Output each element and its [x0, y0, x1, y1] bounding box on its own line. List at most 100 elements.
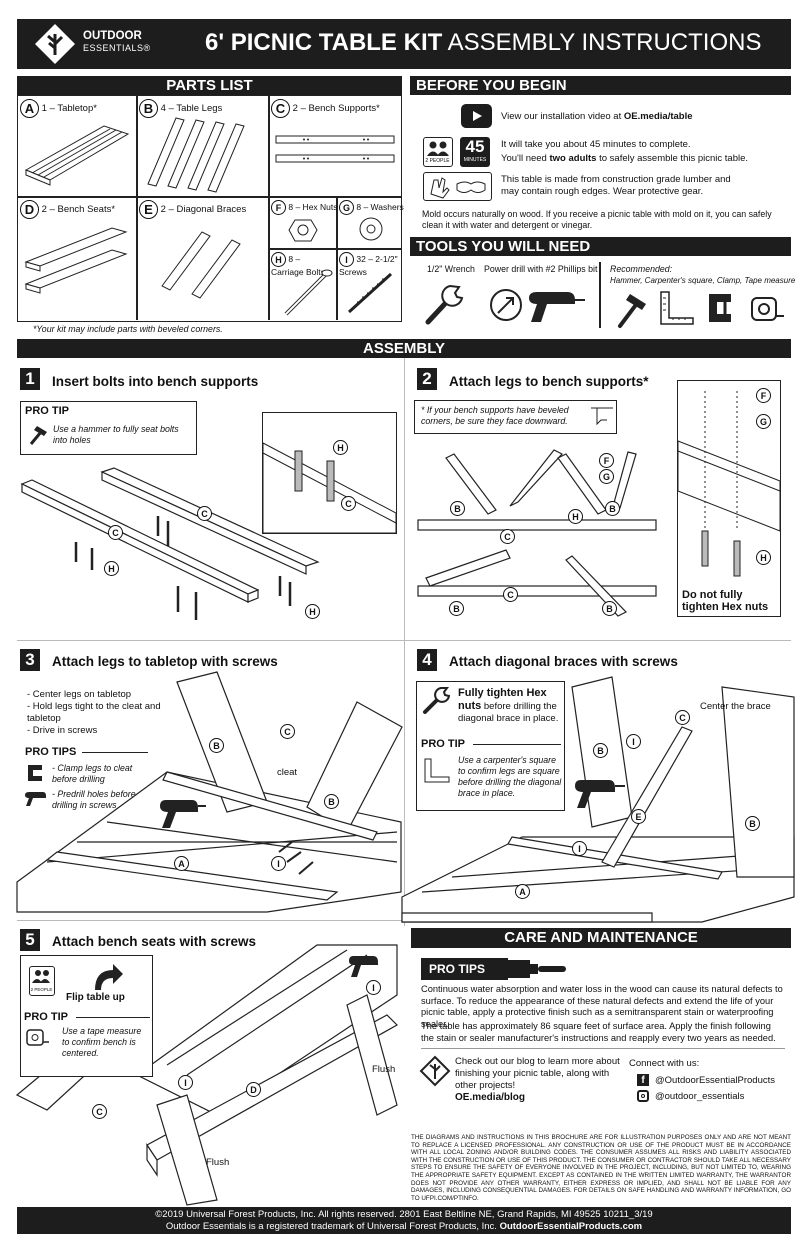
instagram-icon[interactable] — [637, 1090, 649, 1102]
video-text: View our installation video at OE.media/… — [501, 111, 693, 122]
step2-title: Attach legs to bench supports* — [449, 374, 649, 389]
mold-text: Mold occurs naturally on wood. If you re… — [422, 209, 772, 230]
facebook-handle[interactable]: @OutdoorEssentialProducts — [655, 1075, 776, 1086]
label-h: H — [756, 550, 771, 566]
step3-tip1: - Clamp legs to cleat before drilling — [52, 763, 133, 784]
step3-diagram — [16, 671, 403, 913]
step5-diagram — [15, 944, 398, 1206]
clamp-icon — [709, 294, 731, 322]
tape-measure-icon — [26, 1029, 49, 1046]
label-g: G — [756, 414, 771, 430]
brand-top: OUTDOOR — [83, 30, 142, 42]
step2-detail-inset: F G H Do not fully tighten Hex nuts — [677, 380, 781, 617]
part-f: F 8 – Hex Nuts — [271, 200, 338, 215]
screw-icon — [347, 272, 393, 314]
brand-bottom: ESSENTIALS® — [83, 43, 151, 53]
step2-warning: Do not fully tighten Hex nuts — [682, 589, 769, 613]
beveled-corner-icon — [591, 407, 613, 426]
flush-label-bottom: Flush — [206, 1157, 230, 1168]
tabletop-part-icon — [24, 125, 130, 186]
logo-icon — [35, 24, 75, 64]
label-b: B — [602, 601, 617, 617]
connect-label: Connect with us: — [629, 1058, 700, 1069]
parts-heading: PARTS LIST — [17, 76, 402, 95]
label-i: I — [178, 1075, 193, 1091]
label-b: B — [450, 501, 465, 517]
step4-tip-box: Fully tighten Hex nuts before drilling t… — [416, 681, 565, 811]
wrench-label: 1/2" Wrench — [427, 264, 475, 274]
care-pro-tips: PRO TIPS — [421, 958, 508, 980]
step2-number: 2 — [417, 368, 437, 390]
page-title: 6' PICNIC TABLE KIT ASSEMBLY INSTRUCTION… — [205, 29, 762, 56]
lumber-text: This table is made from construction gra… — [501, 174, 731, 197]
label-e: E — [631, 809, 646, 825]
power-drill-icon — [25, 792, 46, 806]
label-c: C — [108, 525, 123, 541]
logo-icon — [419, 1055, 451, 1087]
step3-title: Attach legs to tabletop with screws — [52, 654, 278, 669]
label-b: B — [209, 738, 224, 754]
care-heading: CARE AND MAINTENANCE — [411, 928, 791, 948]
label-c: C — [197, 506, 212, 522]
label-g: G — [599, 469, 614, 485]
hex-nut-icon — [288, 219, 318, 242]
tape-measure-icon — [751, 297, 784, 321]
step5-tip-box: 2 PEOPLE Flip table up PRO TIP Use a tap… — [20, 955, 153, 1077]
label-c: C — [500, 529, 515, 545]
legal-disclaimer: THE DIAGRAMS AND INSTRUCTIONS IN THIS BR… — [411, 1134, 791, 1202]
phillips-bit-icon — [490, 289, 522, 321]
two-people-icon: 2 PEOPLE — [29, 966, 55, 996]
hammer-icon — [29, 426, 47, 445]
blog-text: Check out our blog to learn more about f… — [455, 1056, 620, 1091]
part-i: I 32 – 2-1/2" Screws — [339, 252, 398, 277]
hammer-icon — [618, 294, 646, 328]
step5-title: Attach bench seats with screws — [52, 934, 257, 949]
step3-pro-label: PRO TIPS — [25, 746, 77, 758]
label-h: H — [568, 509, 583, 525]
bench-seats-part-icon — [24, 227, 128, 294]
wrench-icon — [423, 687, 451, 714]
step1-number: 1 — [20, 368, 40, 390]
two-people-icon: 2 PEOPLE — [423, 137, 453, 167]
blog-link[interactable]: OE.media/blog — [455, 1092, 526, 1103]
step5-number: 5 — [20, 929, 40, 951]
step5-tip: Use a tape measure to confirm bench is c… — [62, 1026, 142, 1058]
care-paragraph-1: Continuous water absorption and water lo… — [421, 984, 783, 1029]
video-icon[interactable] — [461, 104, 492, 128]
power-drill-icon — [160, 800, 206, 828]
flip-label: Flip table up — [66, 992, 125, 1003]
footer: ©2019 Universal Forest Products, Inc. Al… — [17, 1207, 791, 1234]
footer-website-link[interactable]: OutdoorEssentialProducts.com — [499, 1221, 643, 1232]
drill-label: Power drill with #2 Phillips bit — [484, 264, 598, 274]
gloves-goggles-icon — [423, 172, 492, 201]
label-b: B — [324, 794, 339, 810]
video-link[interactable]: OE.media/table — [623, 111, 693, 122]
part-h: H 8 – Carriage Bolts — [271, 252, 325, 277]
instagram-handle[interactable]: @outdoor_essentials — [655, 1091, 745, 1102]
part-e: E 2 – Diagonal Braces — [139, 200, 246, 219]
label-c: C — [675, 710, 690, 726]
wrench-icon — [425, 284, 464, 325]
step1-detail-inset: H C — [262, 412, 397, 534]
footer-line1: ©2019 Universal Forest Products, Inc. Al… — [155, 1209, 653, 1220]
step2-note: * If your bench supports have beveled co… — [414, 400, 617, 434]
label-i: I — [271, 856, 286, 872]
care-paragraph-2: The table has approximately 86 square fe… — [421, 1021, 776, 1043]
clamp-icon — [28, 765, 42, 781]
facebook-icon[interactable]: f — [637, 1074, 649, 1086]
paint-brush-icon — [508, 960, 566, 978]
label-b: B — [745, 816, 760, 832]
power-drill-icon — [529, 292, 585, 322]
label-h: H — [104, 561, 119, 577]
step5-pro-label: PRO TIP — [24, 1011, 69, 1023]
label-i: I — [572, 841, 587, 857]
label-f: F — [599, 453, 614, 469]
cleat-label: cleat — [277, 767, 298, 779]
label-c: C — [341, 496, 356, 512]
step4-pro-label: PRO TIP — [421, 738, 466, 750]
header-bar: OUTDOOR ESSENTIALS® 6' PICNIC TABLE KIT … — [17, 19, 791, 69]
step1-pro-tip: PRO TIP Use a hammer to fully seat bolts… — [20, 401, 197, 455]
label-b: B — [449, 601, 464, 617]
part-b: B 4 – Table Legs — [139, 99, 222, 118]
assembly-heading: ASSEMBLY — [17, 339, 791, 358]
